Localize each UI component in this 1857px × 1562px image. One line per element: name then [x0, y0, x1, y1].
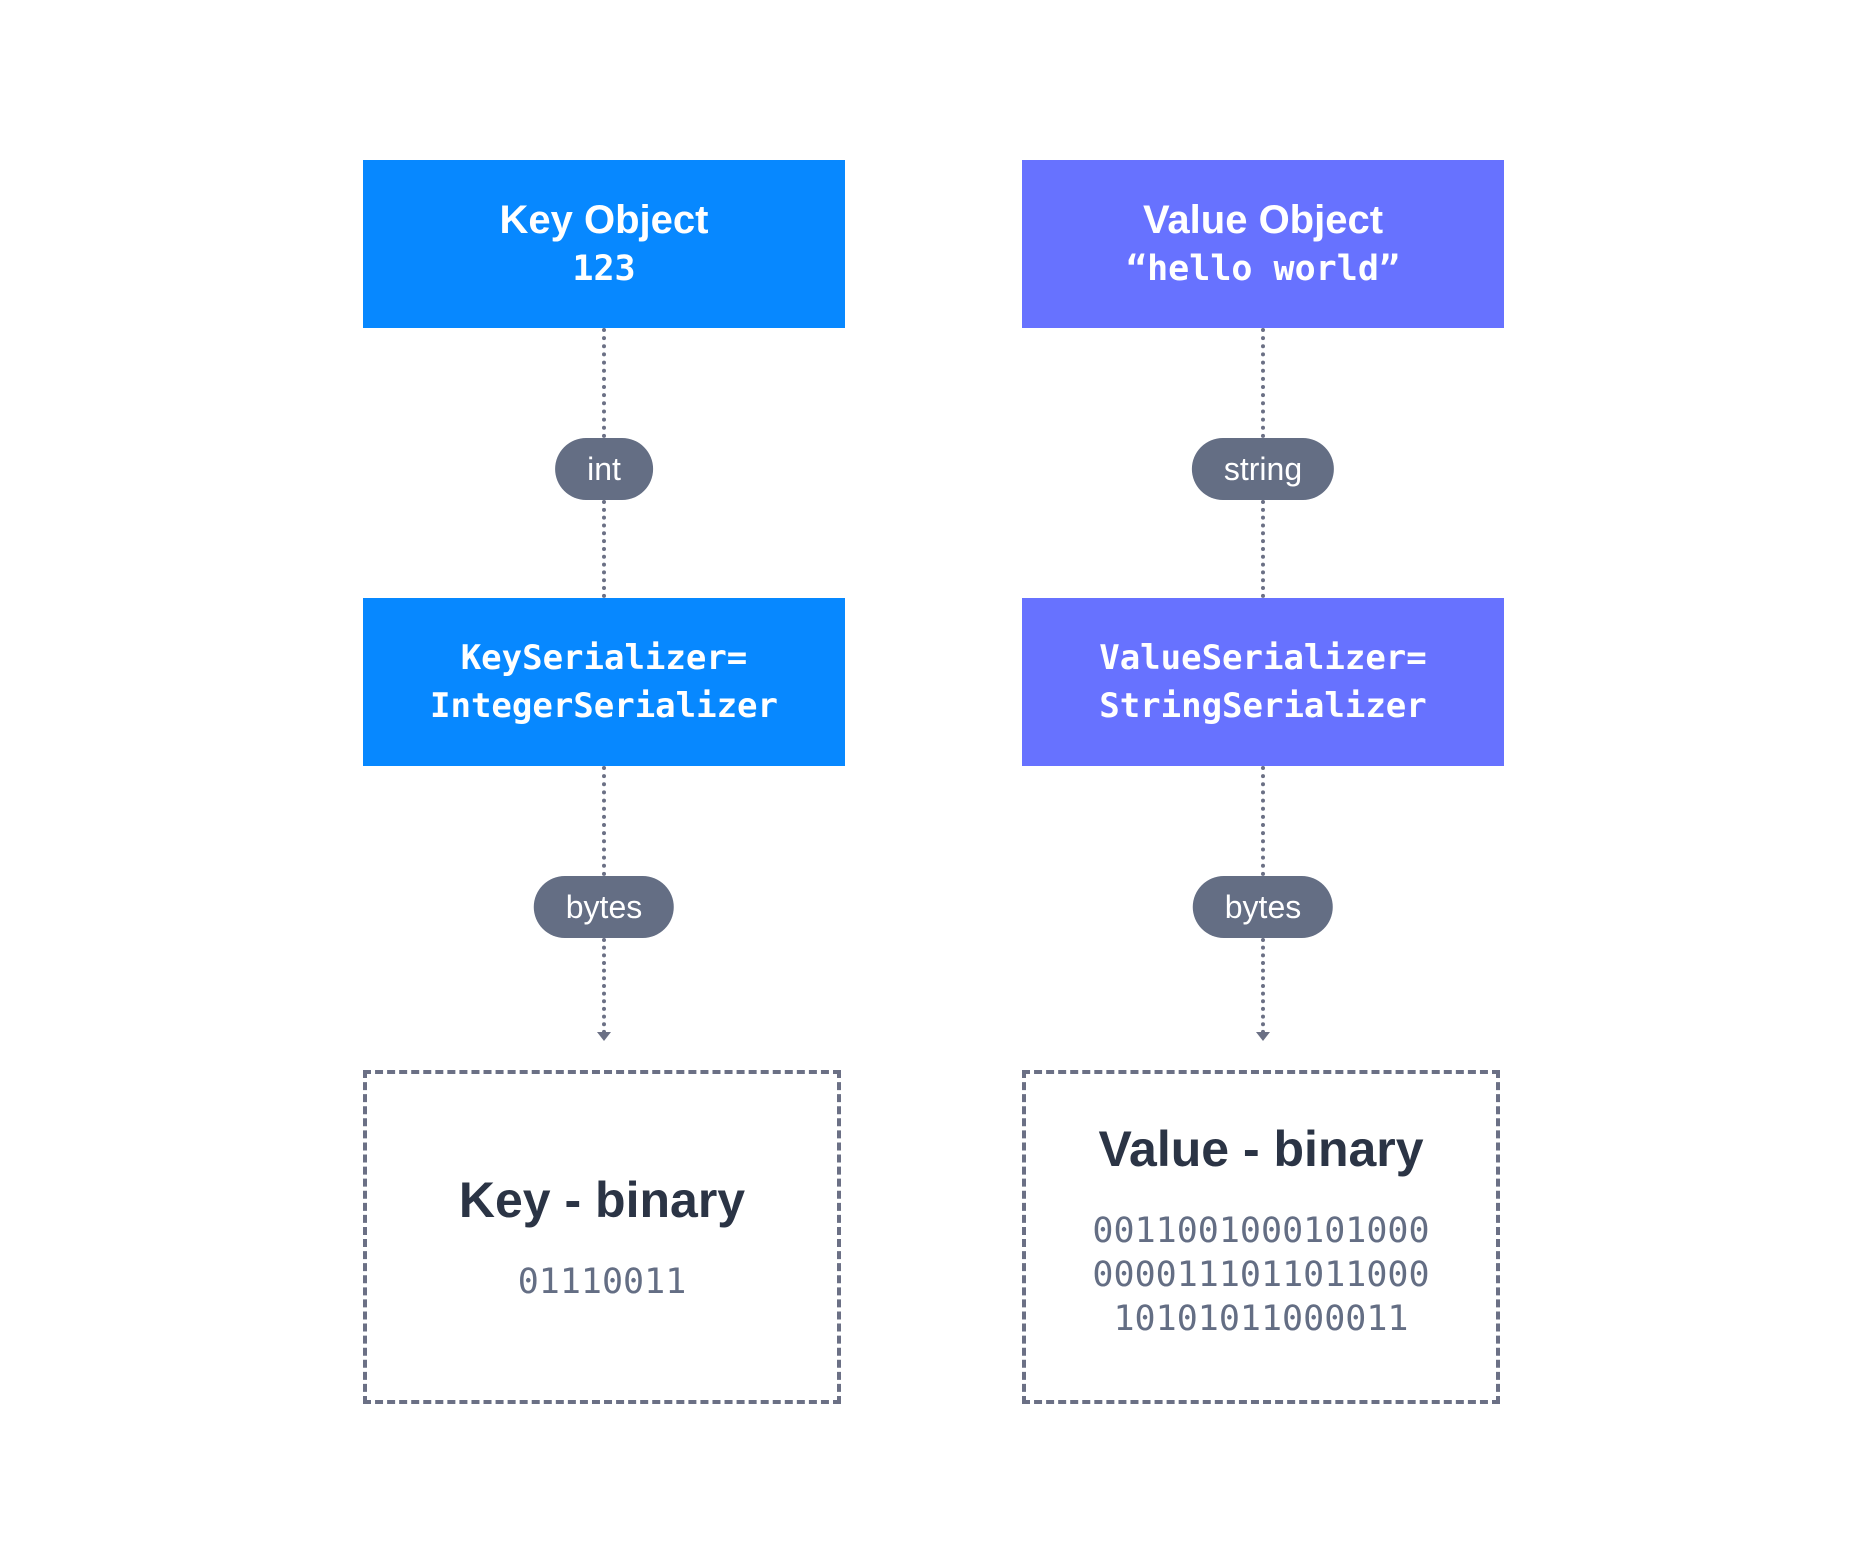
key-serializer-line-1: KeySerializer= — [460, 638, 748, 678]
value-binary-line: 0000111011011000 — [1092, 1255, 1430, 1295]
key-connector-1 — [602, 328, 606, 438]
value-object-title: Value Object — [1142, 198, 1384, 242]
key-binary-line: 01110011 — [517, 1262, 687, 1302]
key-type-pill: int — [555, 438, 653, 500]
key-arrow-head-icon — [597, 1032, 611, 1041]
key-serializer-line-2: IntegerSerializer — [430, 686, 778, 726]
key-connector-2 — [602, 500, 606, 598]
value-object-value: “hello world” — [1126, 249, 1400, 289]
key-bytes-pill: bytes — [533, 876, 675, 938]
key-serializer-box: KeySerializer= IntegerSerializer — [363, 598, 845, 766]
key-object-title: Key Object — [499, 198, 709, 242]
key-object-value: 123 — [572, 249, 636, 289]
value-binary-line: 10101011000011 — [1113, 1299, 1409, 1339]
value-connector-4 — [1261, 938, 1265, 1034]
value-type-pill: string — [1191, 438, 1335, 500]
value-connector-1 — [1261, 328, 1265, 438]
key-binary-lines: 01110011 — [518, 1260, 687, 1304]
value-serializer-box: ValueSerializer= StringSerializer — [1022, 598, 1504, 766]
value-connector-2 — [1261, 500, 1265, 598]
value-serializer-line-2: StringSerializer — [1099, 686, 1427, 726]
key-connector-4 — [602, 938, 606, 1034]
value-column: Value Object “hello world” string ValueS… — [1022, 0, 1504, 1562]
value-object-box: Value Object “hello world” — [1022, 160, 1504, 328]
key-binary-box: Key - binary 01110011 — [363, 1070, 841, 1404]
value-serializer-line-1: ValueSerializer= — [1099, 638, 1427, 678]
key-connector-3 — [602, 766, 606, 876]
value-binary-title: Value - binary — [1098, 1121, 1424, 1177]
key-object-box: Key Object 123 — [363, 160, 845, 328]
value-binary-lines: 0011001000101000 0000111011011000 101010… — [1092, 1209, 1429, 1341]
value-connector-3 — [1261, 766, 1265, 876]
key-column: Key Object 123 int KeySerializer= Intege… — [363, 0, 845, 1562]
key-binary-title: Key - binary — [458, 1172, 746, 1228]
value-arrow-head-icon — [1256, 1032, 1270, 1041]
value-binary-line: 0011001000101000 — [1092, 1211, 1430, 1251]
value-binary-box: Value - binary 0011001000101000 00001110… — [1022, 1070, 1500, 1404]
value-bytes-pill: bytes — [1192, 876, 1334, 938]
